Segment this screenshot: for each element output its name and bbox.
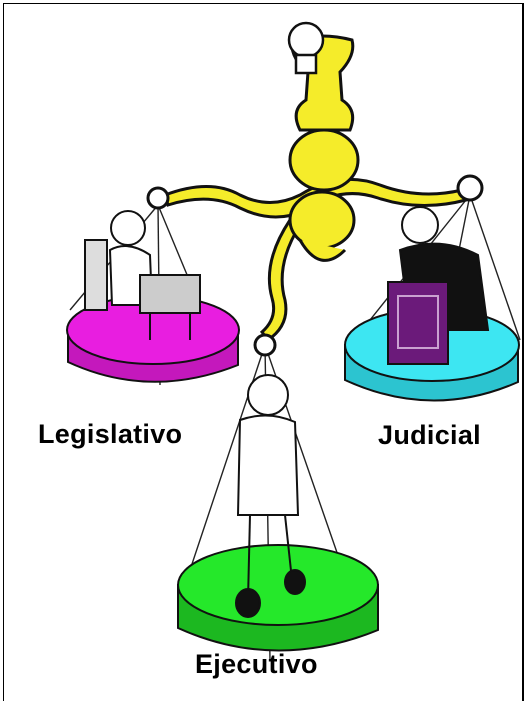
legislator-figure xyxy=(84,210,201,340)
executive-figure xyxy=(235,374,306,618)
executive-platform xyxy=(177,544,379,652)
label-legislativo: Legislativo xyxy=(38,419,183,449)
scale-top-knob xyxy=(287,21,325,75)
label-ejecutivo: Ejecutivo xyxy=(195,649,318,679)
judge-figure xyxy=(387,206,490,365)
label-judicial: Judicial xyxy=(378,420,481,450)
